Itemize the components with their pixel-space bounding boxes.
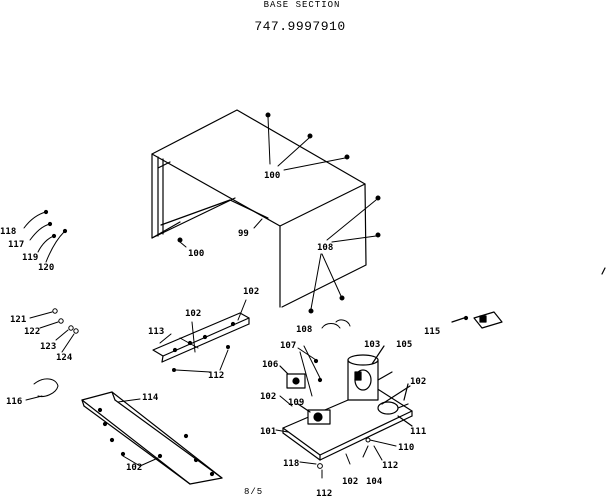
callout-124: 124	[56, 353, 73, 363]
compressor-103	[347, 345, 393, 401]
callout-118-bottom: 118	[283, 459, 299, 469]
callout-108-cabinet: 108	[317, 243, 333, 253]
model-number: 747.9997910	[254, 19, 346, 34]
callout-105: 105	[396, 340, 412, 350]
callout-116: 116	[6, 397, 22, 407]
callout-99: 99	[238, 229, 249, 239]
callout-112-bottom: 112	[316, 489, 332, 499]
callout-110: 110	[398, 443, 414, 453]
callout-122: 122	[24, 327, 40, 337]
callout-101: 101	[260, 427, 276, 437]
callout-113: 113	[148, 327, 164, 337]
parts-107-108	[297, 319, 351, 397]
callout-118-left: 118	[0, 227, 16, 237]
callout-111: 111	[410, 427, 426, 437]
callout-100-top: 100	[264, 171, 280, 181]
cabinet-leader-lines	[179, 116, 377, 310]
callout-120: 120	[38, 263, 54, 273]
cabinet-screws	[177, 112, 381, 314]
callout-102-left: 102	[260, 392, 276, 402]
hardware-117-120	[23, 209, 68, 263]
component-109	[297, 403, 331, 425]
callout-123: 123	[40, 342, 56, 352]
bracket-113-leaders	[159, 299, 247, 373]
callout-119: 119	[22, 253, 38, 263]
page-number: 8/5	[244, 487, 264, 497]
rail-114-leaders	[117, 398, 159, 467]
base-hardware	[275, 395, 397, 479]
callout-103: 103	[364, 340, 380, 350]
callout-102-bracket-top: 102	[243, 287, 259, 297]
callout-107: 107	[280, 341, 296, 351]
callout-102-bracket: 102	[185, 309, 201, 319]
callout-117: 117	[8, 240, 24, 250]
part-111	[377, 383, 413, 427]
callout-102-rail: 102	[126, 463, 142, 473]
part-115	[451, 267, 606, 329]
bracket-113	[152, 312, 250, 363]
callout-121: 121	[10, 315, 26, 325]
rail-114	[81, 391, 223, 485]
callout-112-right: 112	[382, 461, 398, 471]
cabinet-housing	[151, 109, 367, 308]
callout-109: 109	[288, 398, 304, 408]
callout-108-lower: 108	[296, 325, 312, 335]
callout-106: 106	[262, 360, 278, 370]
callout-102-bottom: 102	[342, 477, 358, 487]
callout-115: 115	[424, 327, 440, 337]
section-title: BASE SECTION	[263, 0, 341, 10]
callout-112-bracket: 112	[208, 371, 224, 381]
callout-102-right: 102	[410, 377, 426, 387]
hardware-121-124	[29, 308, 79, 353]
callout-labels: 100 100 99 108 108 118 117 119 120 121 1…	[0, 171, 440, 499]
callout-104-right: 104	[366, 477, 383, 487]
clip-116	[25, 378, 59, 401]
callout-114: 114	[142, 393, 159, 403]
bracket-106	[279, 365, 306, 389]
callout-100-left: 100	[188, 249, 204, 259]
